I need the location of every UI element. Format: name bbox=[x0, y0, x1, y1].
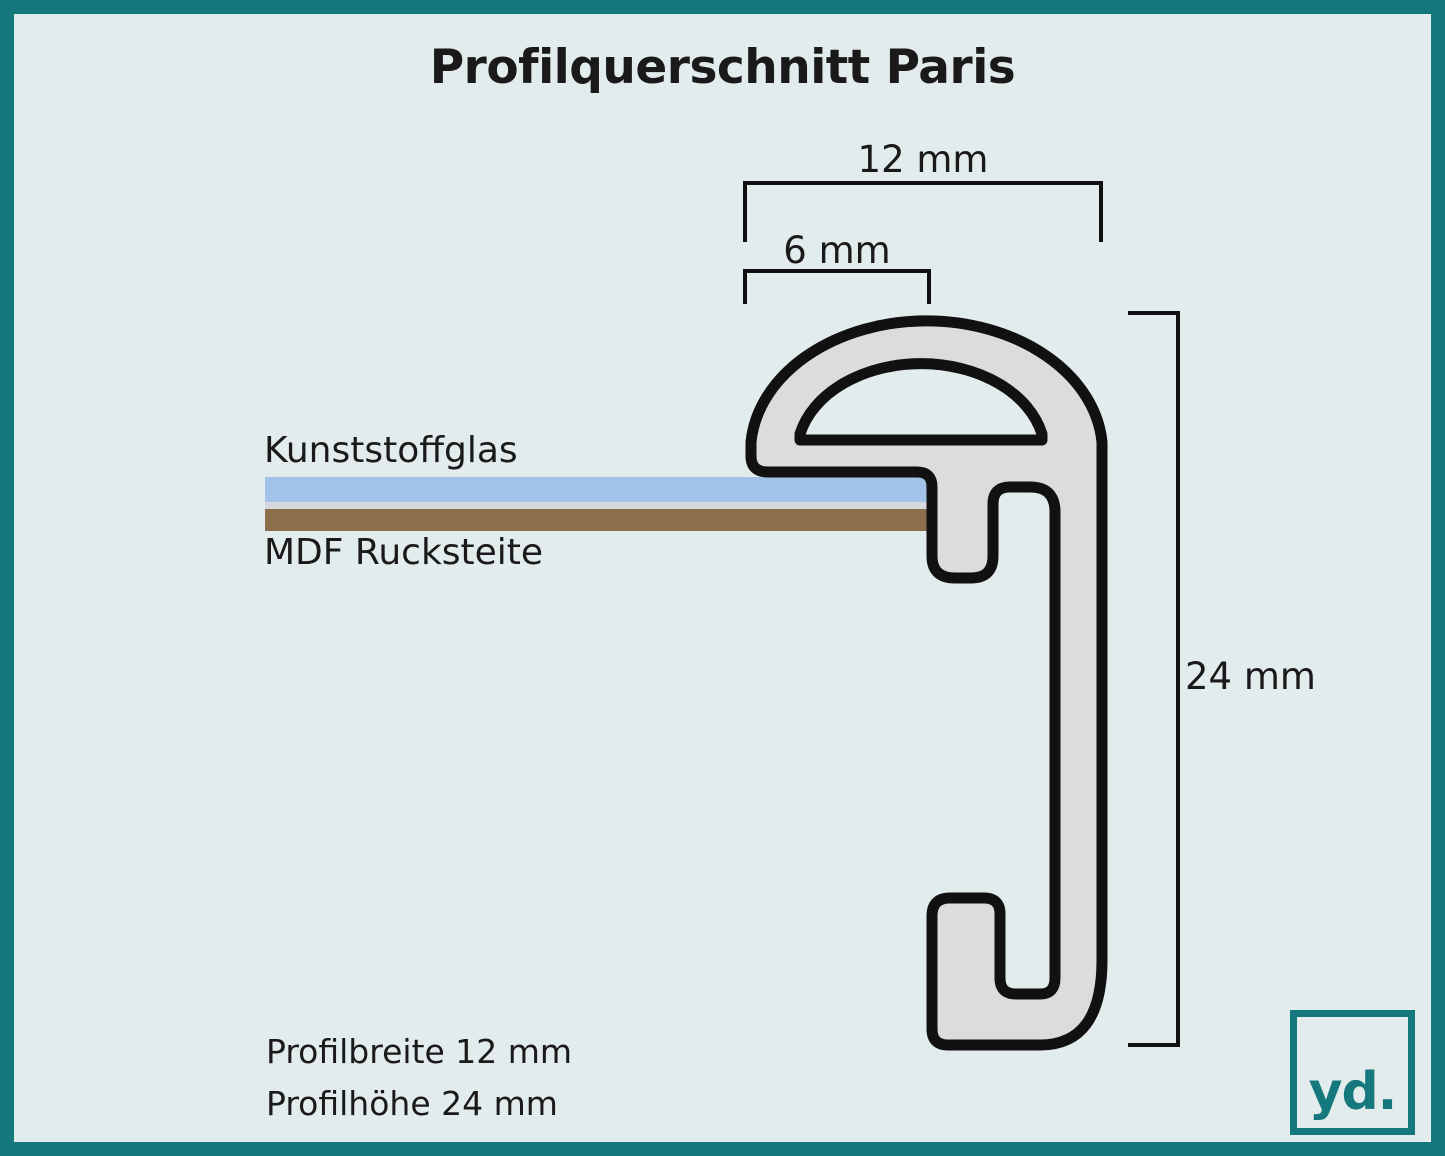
profile-outline bbox=[745, 315, 1108, 1051]
spec-profile-height: Profilhöhe 24 mm bbox=[266, 1084, 558, 1123]
dimension-label-rabbet-6mm: 6 mm bbox=[783, 229, 891, 272]
dimension-bracket-height-24mm bbox=[1128, 311, 1180, 1047]
dimension-bracket-width-12mm bbox=[743, 181, 1103, 242]
layer-label-mdf-backing: MDF Rucksteite bbox=[264, 532, 544, 573]
brand-logo: yd. bbox=[1290, 1010, 1415, 1135]
dimension-label-height-24mm: 24 mm bbox=[1185, 655, 1316, 698]
page-title: Profilquerschnitt Paris bbox=[429, 40, 1016, 95]
brand-logo-text: yd. bbox=[1308, 1062, 1398, 1122]
mdf-backing-layer bbox=[265, 509, 930, 531]
layer-label-glass: Kunststoffglas bbox=[264, 430, 518, 471]
layer-gap bbox=[265, 502, 930, 509]
dimension-label-width-12mm: 12 mm bbox=[857, 138, 989, 181]
dimension-bracket-rabbet-6mm bbox=[743, 269, 931, 304]
spec-profile-width: Profilbreite 12 mm bbox=[266, 1032, 573, 1071]
glass-layer bbox=[265, 477, 930, 502]
profile-inner-arch-void bbox=[794, 358, 1048, 446]
